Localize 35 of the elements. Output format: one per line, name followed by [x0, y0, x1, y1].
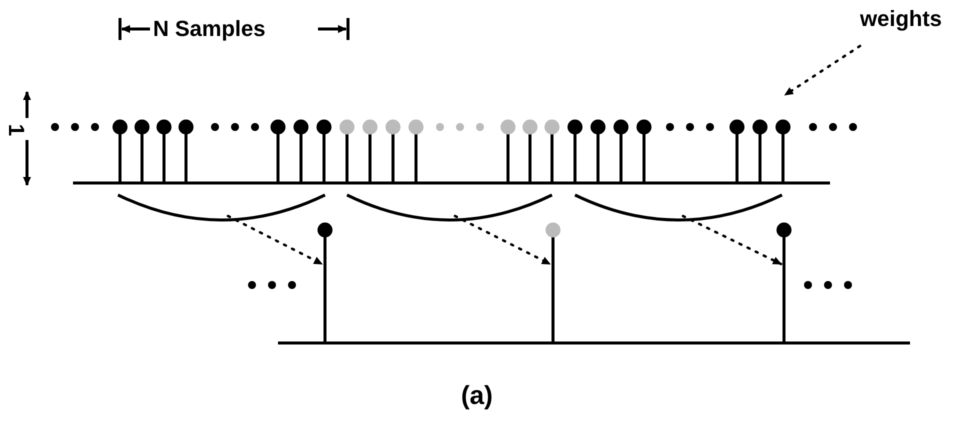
sample-stem [294, 120, 308, 183]
leader-line [784, 44, 862, 96]
dotted-arrow [226, 214, 324, 266]
bracket-arc [346, 194, 553, 222]
sample-stem [752, 120, 768, 183]
amplitude-label: 1 [5, 124, 28, 136]
dotted-arrow [454, 214, 552, 266]
sample-stem [522, 120, 538, 183]
sample-stem [386, 120, 400, 183]
sample-stem [408, 120, 424, 183]
sample-stem [340, 120, 354, 183]
sample-stem [362, 120, 378, 183]
sample-stem [178, 120, 194, 183]
dotted-arrow [682, 214, 782, 266]
sample-stem [590, 120, 606, 183]
sample-stem [776, 222, 792, 343]
dimension-label: N Samples [153, 18, 266, 40]
weights-label: weights [860, 8, 942, 30]
sample-stem [112, 120, 128, 183]
sample-stem [636, 120, 652, 183]
sample-stem [134, 120, 150, 183]
sample-stem [156, 120, 172, 183]
sample-stem [270, 120, 286, 183]
sample-stem [730, 120, 744, 183]
caption: (a) [461, 382, 493, 408]
sample-stem [546, 222, 560, 343]
sample-stem [614, 120, 628, 183]
sample-stem [568, 120, 582, 183]
bracket-arc [574, 194, 783, 222]
sample-stem [776, 120, 790, 183]
sample-stem [316, 120, 332, 183]
sample-stem [500, 120, 516, 183]
sample-stem [544, 120, 560, 183]
sample-stem [318, 222, 332, 343]
bracket-arc [117, 194, 326, 222]
